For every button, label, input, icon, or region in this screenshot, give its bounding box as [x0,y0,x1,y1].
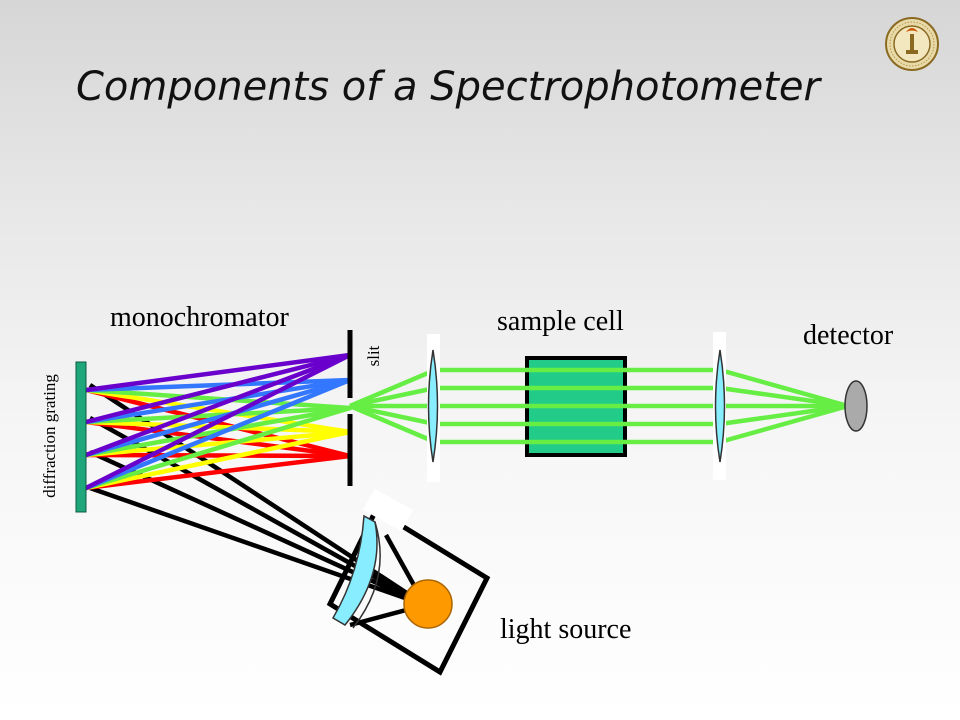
detector [844,380,868,432]
focusing-lens [713,332,726,480]
light-source-housing [326,506,491,676]
parallel-beam [435,367,720,445]
ray-violet-3 [83,352,353,458]
ray-blue-2 [83,377,353,425]
slit-to-lens-beam [349,367,436,445]
spectrum-rays [83,352,353,491]
collimating-lens [427,334,440,482]
sample-cell-label: sample cell [497,306,624,337]
light-source-bulb [403,579,453,629]
ray-violet-2 [83,352,353,425]
source-lens [331,488,414,629]
caltech-seal-logo [885,17,939,71]
ray-violet-4 [83,352,353,491]
monochromator-label: monochromator [110,302,289,333]
light-source-label: light source [500,614,632,645]
ray-yellow-3 [83,429,353,458]
ray-violet-1 [83,352,353,393]
ray-red-4 [83,453,353,491]
ray-green-3 [83,405,353,458]
ray-green-2 [83,405,353,425]
ray-blue-4 [83,377,353,491]
detector-beam [719,367,849,445]
ray-green-4 [83,405,353,491]
ray-yellow-1 [83,387,353,435]
slide-title: Components of a Spectrophotometer [76,64,820,110]
diffraction-grating [75,361,87,513]
detector-label: detector [803,320,894,351]
ray-blue-1 [83,377,353,393]
ray-yellow-2 [83,419,353,435]
ray-red-3 [83,452,353,459]
slit-label: slit [364,345,383,367]
ray-red-2 [83,419,353,459]
ray-blue-3 [83,377,353,458]
ray-yellow-4 [83,429,353,491]
diffraction-grating-label: diffraction grating [40,374,59,498]
